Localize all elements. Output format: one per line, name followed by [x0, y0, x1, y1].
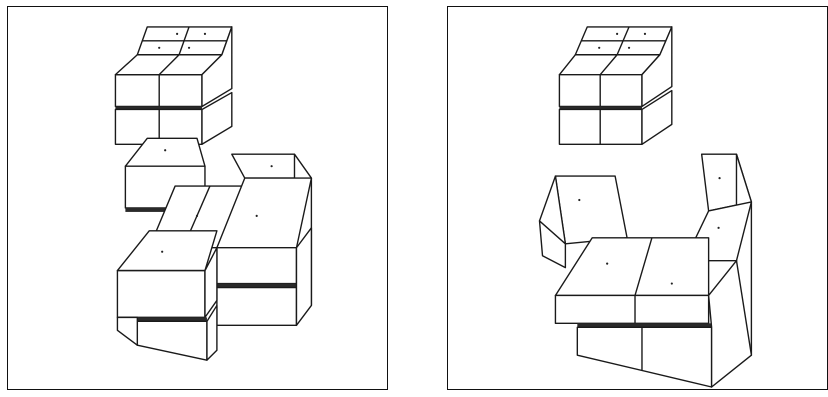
floating-cube-block: [115, 27, 231, 144]
cube-assembly: [117, 138, 311, 360]
floating-cube-block: [559, 27, 671, 144]
cube-assembly: [540, 154, 752, 387]
cube-configuration-left-panel: [7, 6, 388, 390]
cube-configuration-left-drawing: [8, 7, 387, 389]
cube-configuration-right-panel: [447, 6, 828, 390]
cube-configuration-right-drawing: [448, 7, 827, 389]
